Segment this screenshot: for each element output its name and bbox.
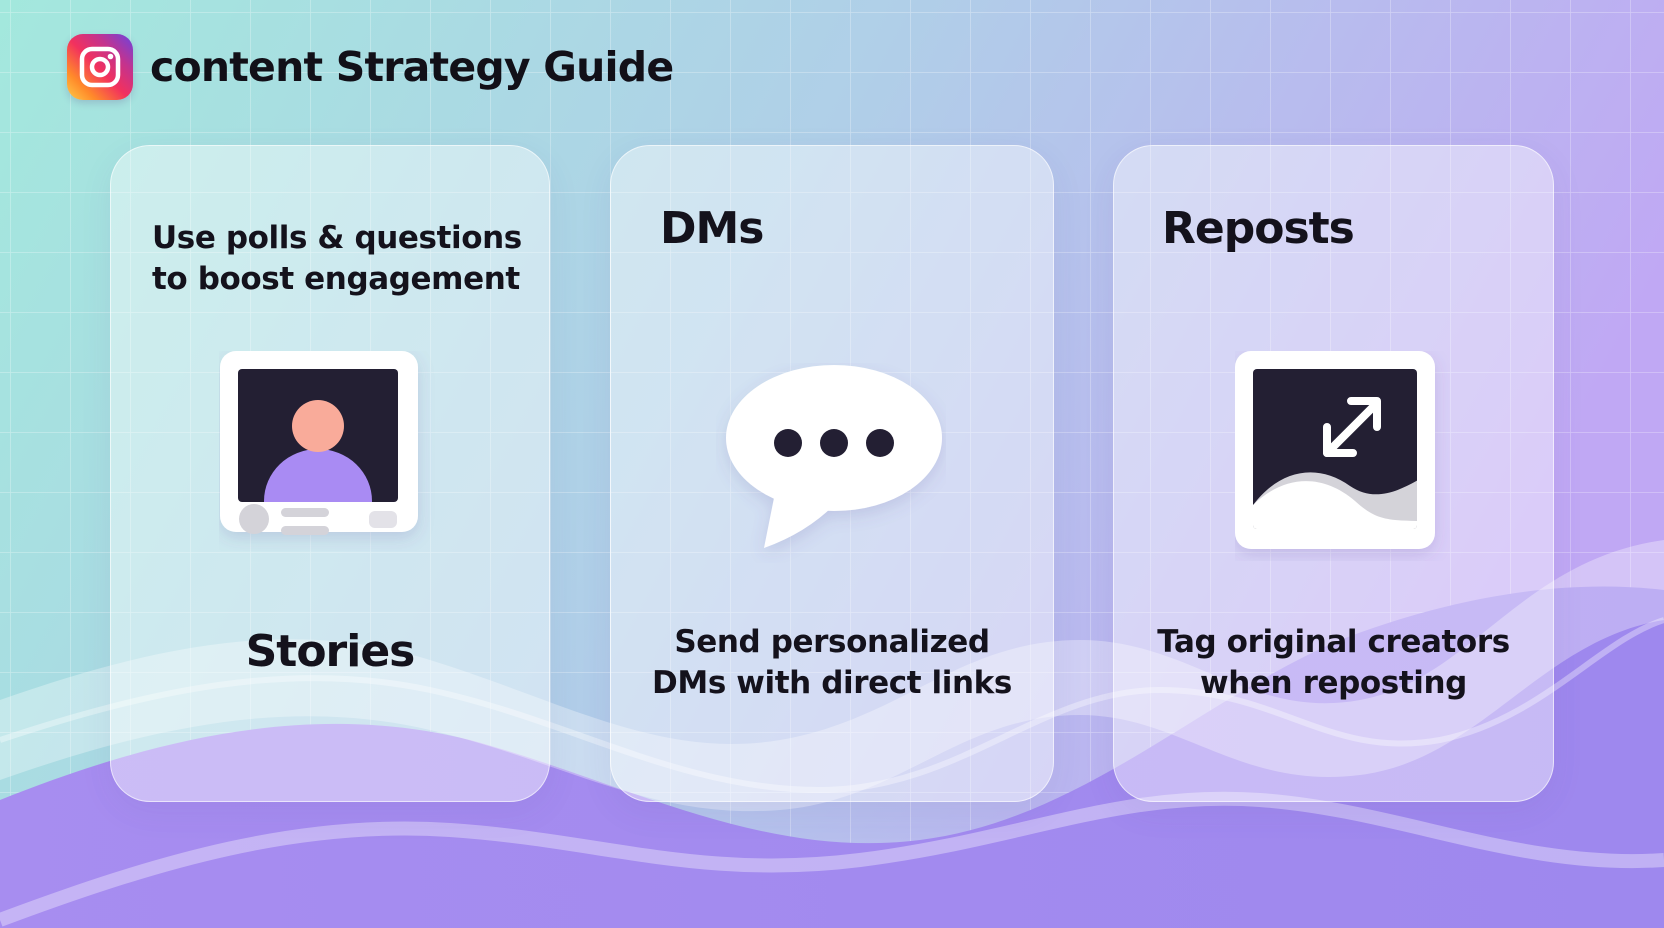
card-description: Send personalized DMs with direct links	[611, 622, 1053, 704]
wave-line-lower	[0, 791, 1664, 927]
chat-bubble-icon	[726, 365, 942, 548]
description-line: when reposting	[1200, 665, 1467, 701]
card-description: Tag original creators when reposting	[1114, 622, 1553, 704]
card-reposts: Reposts Tag original creators when repos…	[1113, 145, 1554, 802]
card-stories: Use polls & questions to boost engagemen…	[110, 145, 550, 802]
wave-line-upper	[0, 617, 1664, 794]
card-heading: Reposts	[1162, 203, 1355, 254]
description-line: to boost engagement	[152, 261, 520, 297]
description-line: DMs with direct links	[652, 665, 1012, 701]
header: content Strategy Guide	[67, 34, 674, 100]
description-line: Send personalized	[674, 624, 990, 660]
repost-expand-icon	[1235, 351, 1435, 549]
description-line: Use polls & questions	[152, 220, 522, 256]
card-heading: Stories	[245, 626, 416, 677]
description-line: Tag original creators	[1157, 624, 1510, 660]
page-title: content Strategy Guide	[150, 43, 674, 91]
card-description: Use polls & questions to boost engagemen…	[152, 218, 522, 300]
card-heading: DMs	[660, 203, 764, 254]
instagram-icon	[67, 34, 133, 100]
story-post-icon	[220, 351, 418, 535]
light-ribbon	[0, 540, 1664, 812]
purple-wave	[0, 586, 1664, 928]
card-dms: DMs Send personalized DMs with direct li…	[610, 145, 1054, 802]
